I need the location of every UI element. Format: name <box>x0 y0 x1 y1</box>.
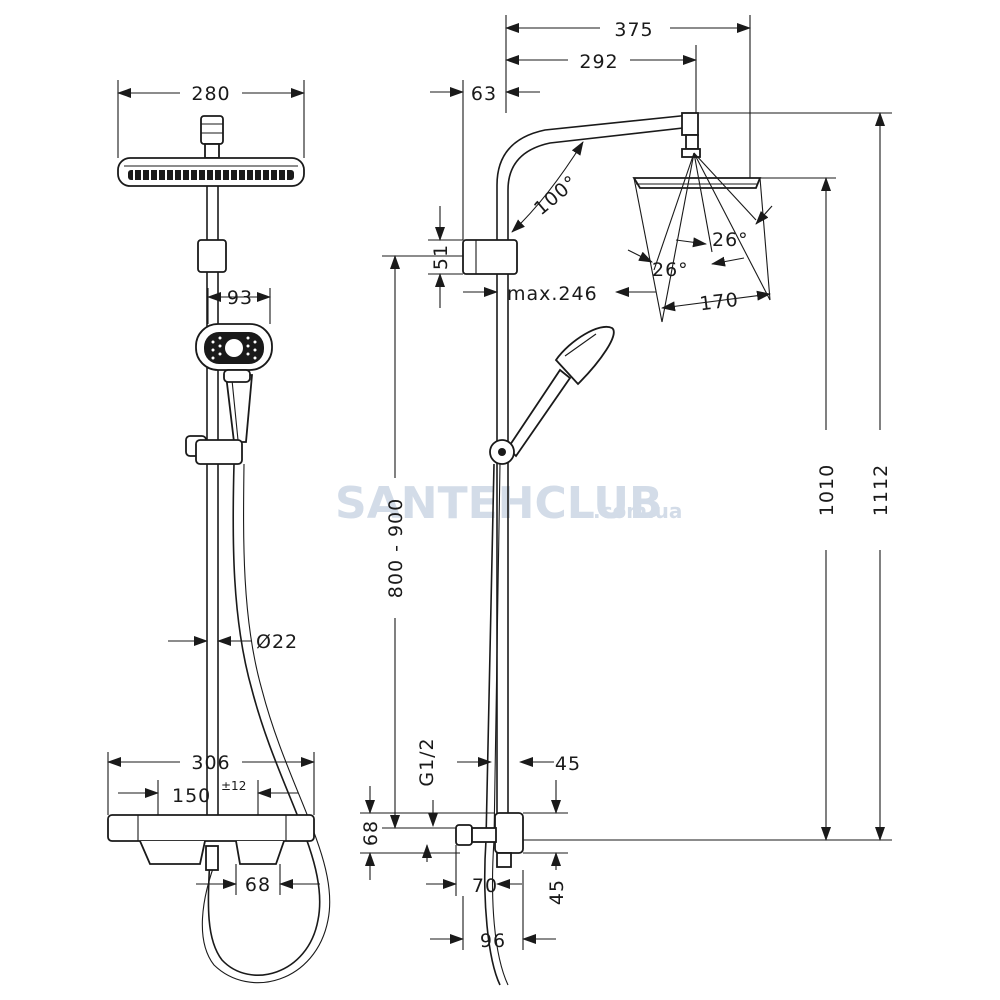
head-angle-lines <box>633 152 771 323</box>
dim-head-width: 280 <box>117 80 305 158</box>
front-thermostat <box>107 814 315 871</box>
dim-63: 63 <box>430 80 540 240</box>
label-93: 93 <box>227 287 253 309</box>
front-hose <box>207 463 321 976</box>
dim-connection-spacing: 150 ±12 <box>118 779 298 815</box>
front-hose-inner <box>201 463 331 984</box>
side-hand-shower <box>489 325 615 465</box>
label-292: 292 <box>579 51 618 73</box>
label-tolerance: ±12 <box>221 779 246 793</box>
dim-outlet-offset: 68 <box>196 864 320 896</box>
dim-handshower-width: 93 <box>207 287 271 324</box>
label-1010: 1010 <box>816 464 838 516</box>
label-45-top: 45 <box>555 753 581 775</box>
label-51: 51 <box>430 244 452 270</box>
wall-bracket <box>462 239 518 275</box>
side-mixer <box>455 812 524 868</box>
dim-70: 70 <box>422 844 522 897</box>
label-g12: G1/2 <box>416 737 438 786</box>
dim-45-bottom: 45 <box>523 852 568 905</box>
label-63: 63 <box>471 83 497 105</box>
dim-51: 51 <box>428 206 463 308</box>
label-170: 170 <box>698 289 740 316</box>
label-375: 375 <box>614 19 653 41</box>
label-max246: max.246 <box>507 283 598 305</box>
dim-pipe-diameter: Ø22 <box>168 631 298 653</box>
label-150: 150 <box>172 785 211 807</box>
label-diameter-22: Ø22 <box>256 631 298 653</box>
dim-max246: max.246 <box>463 283 656 305</box>
label-26-deg-b: 26° <box>652 259 689 281</box>
dim-375: 375 <box>505 15 751 178</box>
front-rail <box>197 186 227 815</box>
label-96: 96 <box>480 930 506 952</box>
label-45-bottom: 45 <box>546 879 568 905</box>
watermark-domain: .com.ua <box>593 499 682 523</box>
front-hand-shower <box>185 323 273 465</box>
dim-800-900: 800 - 900 <box>382 255 463 829</box>
label-68-front: 68 <box>245 874 271 896</box>
label-280: 280 <box>191 83 230 105</box>
side-hose-inner <box>491 463 509 986</box>
label-306: 306 <box>191 752 230 774</box>
dim-26-deg-a: 26° <box>675 205 773 251</box>
side-riser-arm <box>496 112 701 840</box>
dim-45-top: 45 <box>457 753 581 814</box>
dim-170: 170 <box>661 289 771 316</box>
label-70: 70 <box>472 875 498 897</box>
dim-68-side: 68 <box>360 786 495 880</box>
side-hose <box>483 463 501 986</box>
overhead-shower-head <box>117 157 305 187</box>
label-1112: 1112 <box>870 464 892 516</box>
dim-96: 96 <box>430 870 556 952</box>
dim-1010: 1010 <box>760 177 838 841</box>
dim-1112: 1112 <box>698 112 892 841</box>
label-68-side: 68 <box>360 820 382 846</box>
dim-292: 292 <box>505 45 697 113</box>
dim-thermostat-width: 306 <box>107 752 315 815</box>
side-tilted-head <box>632 177 762 189</box>
label-100-deg: 100° <box>530 171 582 220</box>
label-26-deg-a: 26° <box>712 229 749 251</box>
front-view: 280 93 Ø22 306 150 ±12 <box>107 80 331 984</box>
label-800-900: 800 - 900 <box>385 498 407 598</box>
head-connector <box>200 115 224 159</box>
dim-26-deg-b: 26° <box>627 249 745 281</box>
